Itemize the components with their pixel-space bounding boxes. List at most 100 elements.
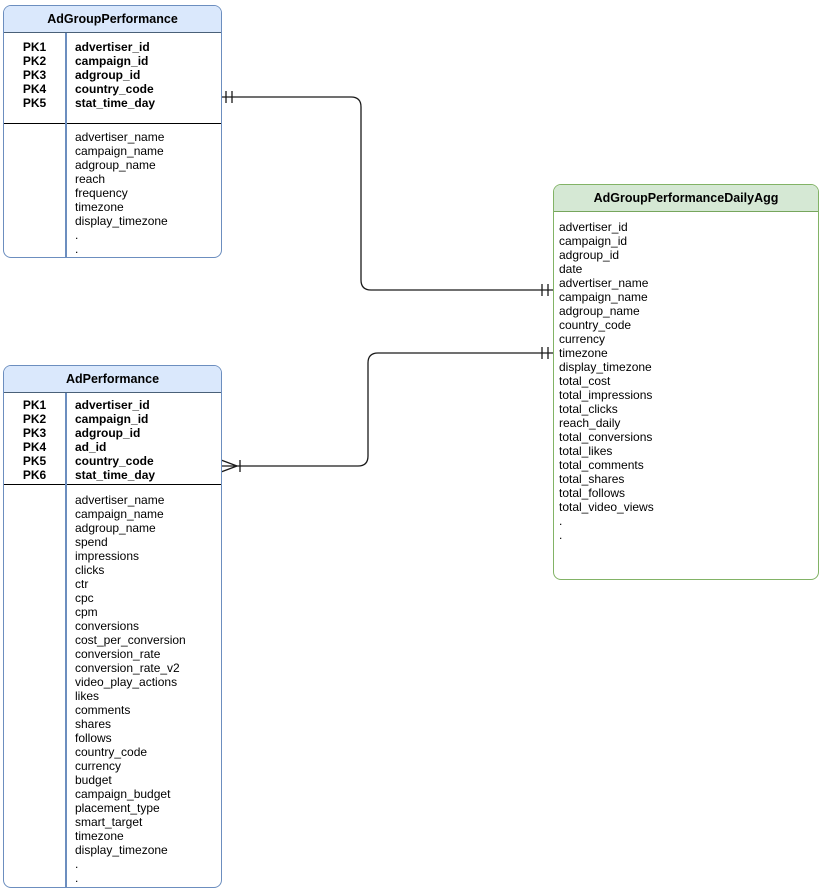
- field-row: comments: [75, 703, 131, 717]
- field-row: campaign_name: [559, 290, 648, 304]
- column-divider: [65, 33, 67, 257]
- field-row: .: [75, 242, 79, 256]
- field-row: adgroup_name: [75, 158, 156, 172]
- pk-field-row: adgroup_id: [75, 426, 141, 440]
- field-row: campaign_budget: [75, 787, 171, 801]
- column-divider: [65, 393, 67, 887]
- pk-label: PK3: [22, 68, 47, 82]
- field-row: .: [75, 871, 79, 885]
- field-row: adgroup_id: [559, 248, 620, 262]
- pk-label: PK5: [22, 454, 47, 468]
- field-row: total_conversions: [559, 430, 653, 444]
- field-row: conversion_rate: [75, 647, 161, 661]
- field-row: display_timezone: [559, 360, 652, 374]
- field-row: cost_per_conversion: [75, 633, 186, 647]
- field-row: reach: [75, 172, 106, 186]
- pk-field-row: stat_time_day: [75, 468, 156, 482]
- field-row: follows: [75, 731, 112, 745]
- field-row: reach_daily: [559, 416, 621, 430]
- field-row: display_timezone: [75, 843, 168, 857]
- pk-label: PK6: [22, 468, 47, 482]
- field-row: cpc: [75, 591, 94, 605]
- entity-title: AdGroupPerformance: [4, 6, 221, 33]
- field-row: country_code: [559, 318, 632, 332]
- field-row: spend: [75, 535, 108, 549]
- field-row: country_code: [75, 745, 148, 759]
- relationship-line: [222, 352, 553, 467]
- field-row: shares: [75, 717, 112, 731]
- field-row: smart_target: [75, 815, 143, 829]
- one-and-only-one-mark-start: [225, 91, 233, 103]
- field-row: ctr: [75, 577, 89, 591]
- field-row: timezone: [75, 200, 124, 214]
- field-row: .: [559, 528, 563, 542]
- field-row: timezone: [559, 346, 608, 360]
- pk-field-row: adgroup_id: [75, 68, 141, 82]
- field-row: conversions: [75, 619, 140, 633]
- pk-label: PK5: [22, 96, 47, 110]
- entity-title: AdPerformance: [4, 366, 221, 393]
- pk-field-row: stat_time_day: [75, 96, 156, 110]
- field-row: adgroup_name: [559, 304, 640, 318]
- pk-label-column-empty: [4, 130, 65, 256]
- pk-label: PK3: [22, 426, 47, 440]
- field-row: currency: [75, 759, 122, 773]
- field-row: date: [559, 262, 583, 276]
- field-row: total_cost: [559, 374, 611, 388]
- field-row: total_impressions: [559, 388, 653, 402]
- field-row: placement_type: [75, 801, 160, 815]
- field-row: advertiser_name: [75, 493, 165, 507]
- field-row: frequency: [75, 186, 128, 200]
- field-row: total_clicks: [559, 402, 618, 416]
- field-row: impressions: [75, 549, 140, 563]
- one-and-only-one-mark-end: [541, 347, 549, 359]
- field-row: advertiser_id: [559, 220, 628, 234]
- relationship-adgroupperformance-to-dailyagg: [222, 91, 553, 296]
- field-row: total_shares: [559, 472, 625, 486]
- pk-field-row: advertiser_id: [75, 40, 150, 54]
- field-row: campaign_id: [559, 234, 628, 248]
- pk-field-row: country_code: [75, 82, 154, 96]
- field-row: campaign_name: [75, 507, 164, 521]
- crow-foot-many-mark: [220, 459, 241, 473]
- pk-label: PK1: [22, 40, 47, 54]
- field-row: .: [559, 514, 563, 528]
- field-row: video_play_actions: [75, 675, 178, 689]
- relationship-line: [222, 96, 553, 291]
- pk-label-column-empty: [4, 493, 65, 885]
- pk-field-row: country_code: [75, 454, 154, 468]
- field-row: .: [75, 857, 79, 871]
- field-row: .: [75, 228, 79, 242]
- entity-adgroupperformancedailyagg: AdGroupPerformanceDailyAgg advertiser_id…: [553, 184, 819, 580]
- pk-field-row: advertiser_id: [75, 398, 150, 412]
- field-row: currency: [559, 332, 606, 346]
- pk-label: PK1: [22, 398, 47, 412]
- field-row: total_video_views: [559, 500, 654, 514]
- field-row: conversion_rate_v2: [75, 661, 180, 675]
- pk-label: PK4: [22, 82, 47, 96]
- field-row: clicks: [75, 563, 105, 577]
- field-row: advertiser_name: [75, 130, 165, 144]
- relationship-adperformance-to-dailyagg: [220, 347, 553, 473]
- field-row: campaign_name: [75, 144, 164, 158]
- field-row: budget: [75, 773, 112, 787]
- pk-label: PK4: [22, 440, 47, 454]
- field-row: cpm: [75, 605, 98, 619]
- pk-field-row: campaign_id: [75, 412, 149, 426]
- one-and-only-one-mark-end: [541, 284, 549, 296]
- field-row: total_likes: [559, 444, 613, 458]
- field-row: display_timezone: [75, 214, 168, 228]
- field-row: total_follows: [559, 486, 626, 500]
